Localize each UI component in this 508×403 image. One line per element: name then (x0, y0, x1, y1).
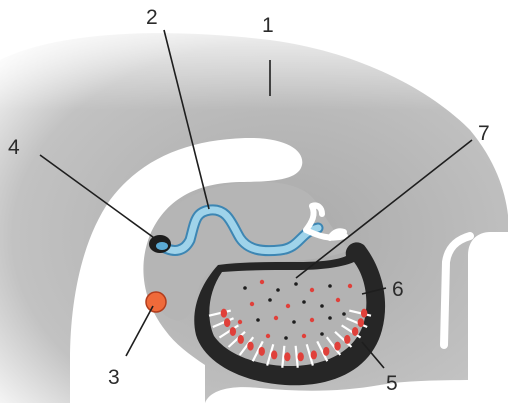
dark-cell (302, 300, 306, 304)
dark-cell (320, 304, 324, 308)
label-3: 3 (108, 366, 120, 389)
label-7: 7 (478, 122, 490, 145)
dark-cell (276, 288, 280, 292)
villus-cell (284, 352, 290, 361)
villus-cell (297, 352, 303, 361)
dark-cell (294, 282, 298, 286)
label-4: 4 (8, 136, 20, 159)
red-cell (348, 284, 352, 288)
villus-cell (344, 335, 350, 344)
villus-cell (311, 350, 317, 359)
villus-cell (221, 309, 227, 318)
duct-opening-inner (156, 242, 168, 250)
red-cell (260, 280, 264, 284)
red-cell (310, 318, 314, 322)
dark-cell (268, 298, 272, 302)
dark-cell (284, 336, 288, 340)
label-2: 2 (146, 6, 158, 29)
label-1: 1 (262, 14, 274, 37)
villus-cell (352, 327, 358, 336)
red-cell (238, 320, 242, 324)
red-cell (336, 298, 340, 302)
villus-cell (323, 347, 329, 356)
label-5: 5 (386, 372, 398, 395)
villus-cell (334, 342, 340, 351)
red-cell (250, 302, 254, 306)
red-cell (274, 316, 278, 320)
dark-cell (328, 284, 332, 288)
villus-cell (259, 347, 265, 356)
label-6: 6 (392, 278, 404, 301)
villus-cell (230, 327, 236, 336)
right-cavity (468, 232, 508, 403)
dark-cell (342, 312, 346, 316)
dark-cell (243, 286, 247, 290)
dark-cell (328, 316, 332, 320)
orange-spot (146, 292, 166, 312)
dark-cell (256, 318, 260, 322)
villus-cell (271, 350, 277, 359)
villus-cell (238, 335, 244, 344)
red-cell (266, 334, 270, 338)
top-fade (0, 0, 508, 110)
red-cell (310, 288, 314, 292)
villus-cell (224, 318, 230, 327)
villus-cell (361, 309, 367, 318)
villus-cell (358, 318, 364, 327)
red-cell (286, 304, 290, 308)
dark-cell (320, 332, 324, 336)
dark-cell (292, 320, 296, 324)
red-cell (302, 334, 306, 338)
villus-cell (247, 342, 253, 351)
